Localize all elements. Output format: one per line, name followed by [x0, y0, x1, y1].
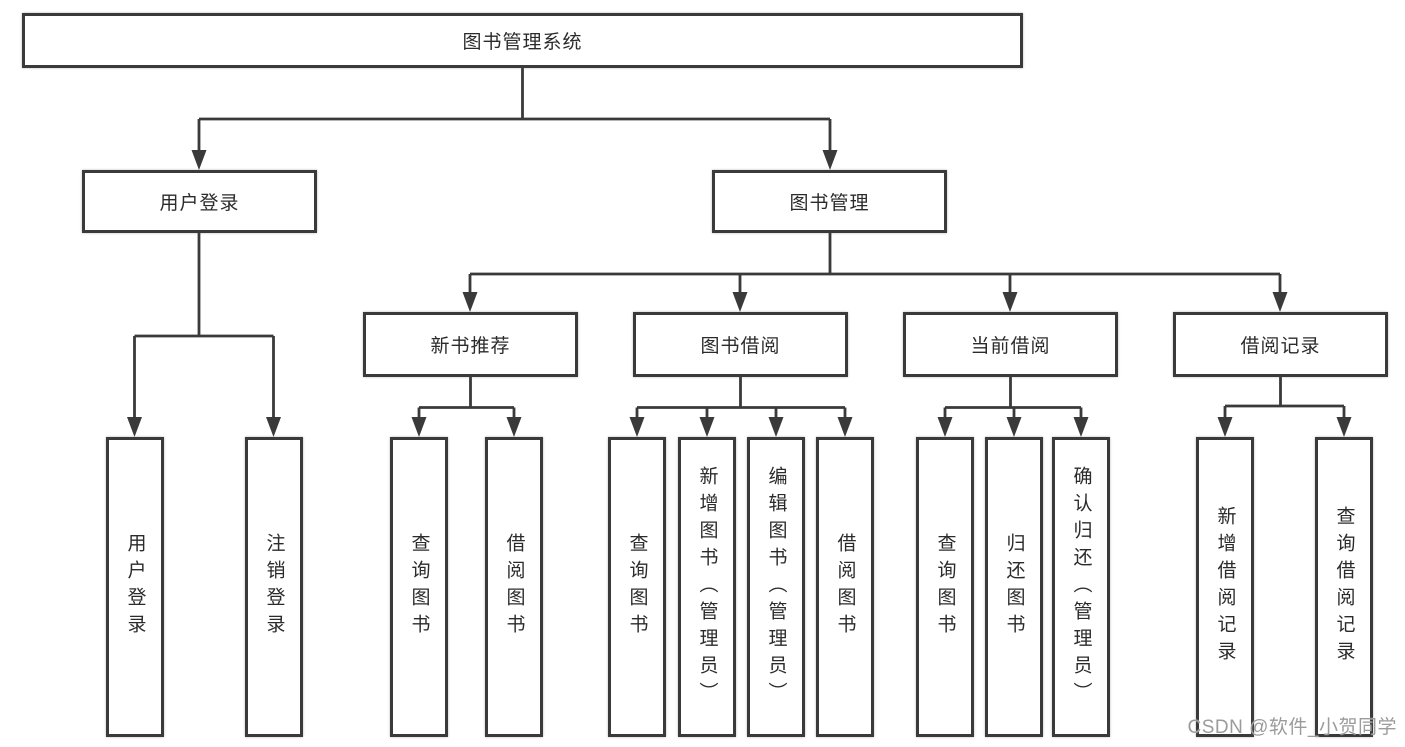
arrow-down-icon — [1272, 292, 1288, 312]
arrow-down-icon — [1006, 417, 1022, 437]
node-label: 图书管理 — [789, 193, 870, 214]
node-label: 确认归还（管理员） — [1070, 465, 1092, 709]
node-label: 查询图书 — [626, 533, 648, 641]
node-book-borrow: 图书借阅 — [633, 312, 848, 377]
arrow-down-icon — [506, 417, 522, 437]
leaf-add-borrow-record: 新增借阅记录 — [1196, 437, 1254, 737]
arrow-down-icon — [937, 417, 953, 437]
arrow-down-icon — [768, 417, 784, 437]
node-user-login-branch: 用户登录 — [82, 170, 317, 233]
leaf-query-borrow-record: 查询借阅记录 — [1315, 437, 1373, 737]
node-label: 编辑图书（管理员） — [765, 465, 787, 709]
leaf-query-books-borrow: 查询图书 — [608, 437, 666, 737]
arrow-down-icon — [411, 417, 427, 437]
node-label: 新增图书（管理员） — [696, 465, 718, 709]
node-label: 图书管理系统 — [462, 32, 583, 53]
arrow-down-icon — [699, 417, 715, 437]
node-root-system: 图书管理系统 — [22, 13, 1023, 68]
node-label: 注销登录 — [263, 533, 285, 641]
arrow-down-icon — [1217, 417, 1233, 437]
node-borrow-records: 借阅记录 — [1173, 312, 1388, 377]
leaf-return-books: 归还图书 — [985, 437, 1043, 737]
node-label: 查询借阅记录 — [1333, 506, 1355, 668]
leaf-borrow-books-recommend: 借阅图书 — [485, 437, 543, 737]
arrow-down-icon — [822, 150, 838, 170]
node-label: 新增借阅记录 — [1214, 506, 1236, 668]
arrow-down-icon — [837, 417, 853, 437]
arrow-down-icon — [629, 417, 645, 437]
node-label: 归还图书 — [1003, 533, 1025, 641]
leaf-user-login: 用户登录 — [106, 437, 164, 737]
leaf-logout: 注销登录 — [245, 437, 303, 737]
node-label: 借阅图书 — [834, 533, 856, 641]
node-label: 查询图书 — [934, 533, 956, 641]
node-label: 新书推荐 — [430, 336, 511, 357]
node-current-borrow: 当前借阅 — [903, 312, 1118, 377]
arrow-down-icon — [732, 292, 748, 312]
node-label: 图书借阅 — [700, 336, 781, 357]
arrow-down-icon — [1073, 417, 1089, 437]
arrow-down-icon — [1002, 292, 1018, 312]
leaf-add-books-admin: 新增图书（管理员） — [678, 437, 736, 737]
node-label: 借阅图书 — [503, 533, 525, 641]
leaf-edit-books-admin: 编辑图书（管理员） — [747, 437, 805, 737]
node-book-management-branch: 图书管理 — [712, 170, 947, 233]
arrow-down-icon — [462, 292, 478, 312]
node-label: 用户登录 — [159, 193, 240, 214]
leaf-query-books-recommend: 查询图书 — [390, 437, 448, 737]
arrow-down-icon — [1336, 417, 1352, 437]
node-label: 当前借阅 — [970, 336, 1051, 357]
node-label: 用户登录 — [124, 533, 146, 641]
node-label: 查询图书 — [408, 533, 430, 641]
node-label: 借阅记录 — [1240, 336, 1321, 357]
arrow-down-icon — [191, 150, 207, 170]
arrow-down-icon — [266, 417, 281, 437]
arrow-down-icon — [127, 417, 142, 437]
node-new-book-recommend: 新书推荐 — [363, 312, 578, 377]
leaf-borrow-books: 借阅图书 — [816, 437, 874, 737]
leaf-query-books-current: 查询图书 — [916, 437, 974, 737]
leaf-confirm-return-admin: 确认归还（管理员） — [1052, 437, 1110, 737]
